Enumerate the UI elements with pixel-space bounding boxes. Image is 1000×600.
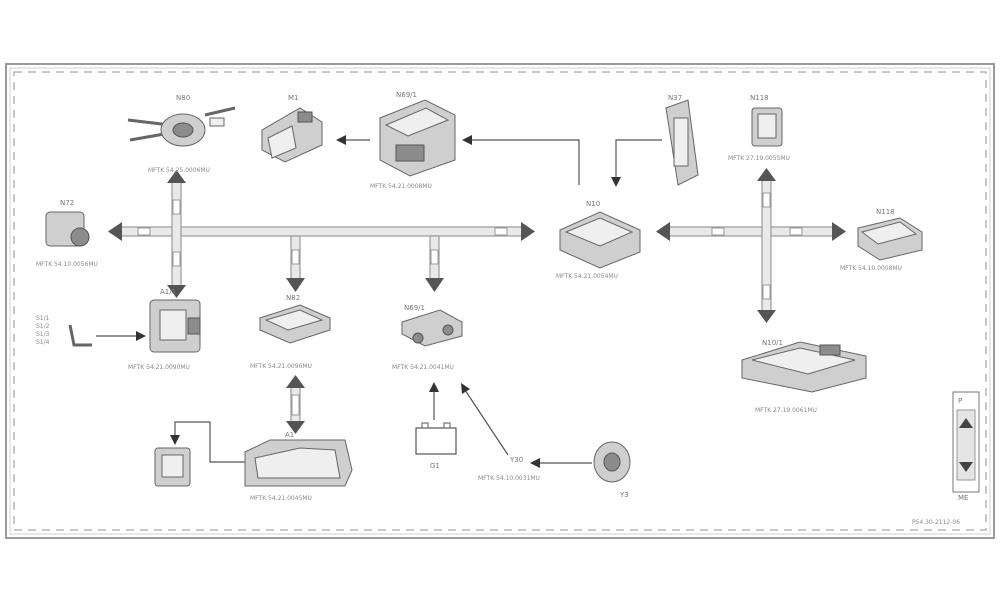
- legend-title: P: [958, 397, 962, 405]
- switch-module-component[interactable]: [751, 107, 783, 147]
- camera-component[interactable]: [45, 211, 90, 247]
- sub-n69-top: MFTK 54.21.0008MU: [370, 183, 432, 190]
- label-y3: Y3: [619, 491, 629, 499]
- side-label-3: S1/3: [36, 331, 50, 338]
- label-n69-mid: N69/1: [404, 304, 425, 312]
- component-labels: N80 MFTK 54.25.0006MU M1 N69/1 MFTK 54.2…: [36, 91, 960, 526]
- label-n72: N72: [60, 199, 74, 207]
- fuse-box-component[interactable]: [741, 341, 867, 393]
- can-drop-n82: [286, 235, 305, 292]
- sub-n118: MFTK 54.10.0008MU: [840, 265, 902, 272]
- label-n80: N80: [176, 94, 190, 102]
- label-m1: M1: [288, 94, 299, 102]
- can-link-n82-a1: [286, 375, 305, 434]
- label-n82: N82: [286, 294, 300, 302]
- sub-n10: MFTK 54.21.0054MU: [556, 273, 618, 280]
- legend-bottom: ME: [958, 494, 968, 502]
- sub-n82: MFTK 54.21.0096MU: [250, 363, 312, 370]
- side-label-4: S1/4: [36, 339, 50, 346]
- label-switch: N118: [750, 94, 769, 102]
- label-n10: N10: [586, 200, 600, 208]
- light-switch-component[interactable]: [149, 299, 201, 353]
- central-module-component[interactable]: [259, 304, 331, 344]
- sub-a1-1: MFTK 54.21.0090MU: [128, 364, 190, 371]
- sub-n10-1: MFTK 27.19.0061MU: [755, 407, 817, 414]
- label-g1: G1: [430, 462, 440, 470]
- legend-box: P ME: [952, 391, 980, 502]
- battery-component[interactable]: [415, 422, 457, 455]
- sub-a1: MFTK 54.21.0045MU: [250, 495, 312, 502]
- label-n69-top: N69/1: [396, 91, 417, 99]
- label-n118: N118: [876, 208, 895, 216]
- can-bus-right-vertical: [757, 168, 776, 323]
- sub-n72: MFTK 54.10.0056MU: [36, 261, 98, 268]
- label-a1: A1: [285, 431, 294, 439]
- corner-ref: P54.30-2112-06: [912, 519, 960, 526]
- label-n10-1: N10/1: [762, 339, 783, 347]
- side-label-2: S1/2: [36, 323, 50, 330]
- label-y30: Y30: [509, 456, 523, 464]
- actuator-component[interactable]: [593, 441, 631, 483]
- seat-motor-component[interactable]: [261, 107, 323, 163]
- label-n37: N37: [668, 94, 682, 102]
- can-drop-n69: [425, 235, 444, 292]
- right-control-unit-component[interactable]: [857, 217, 923, 261]
- label-a1-1: A1/1: [160, 288, 176, 296]
- can-bus-left-vertical: [167, 170, 186, 298]
- lamp-unit-component[interactable]: [154, 447, 191, 487]
- headlamp-component[interactable]: [244, 439, 353, 487]
- door-module-top-component[interactable]: [379, 99, 456, 177]
- can-bus-left: [108, 222, 535, 241]
- signal-wires: [96, 135, 662, 468]
- rear-module-component[interactable]: [401, 309, 463, 347]
- sub-n37: MFTK 27.19.0055MU: [728, 155, 790, 162]
- sensor-component[interactable]: [665, 99, 699, 186]
- sub-n80: MFTK 54.25.0006MU: [148, 167, 210, 174]
- main-ecu-component[interactable]: [559, 211, 641, 269]
- sub-y30: MFTK 54.10.0031MU: [478, 475, 540, 482]
- steering-switch-component[interactable]: [127, 106, 236, 147]
- side-switches-component[interactable]: [68, 324, 92, 347]
- side-label-1: S1/1: [36, 315, 50, 322]
- can-bus-right: [656, 222, 846, 241]
- sub-n69-mid: MFTK 54.21.0041MU: [392, 364, 454, 371]
- diagram-frame: [5, 63, 995, 539]
